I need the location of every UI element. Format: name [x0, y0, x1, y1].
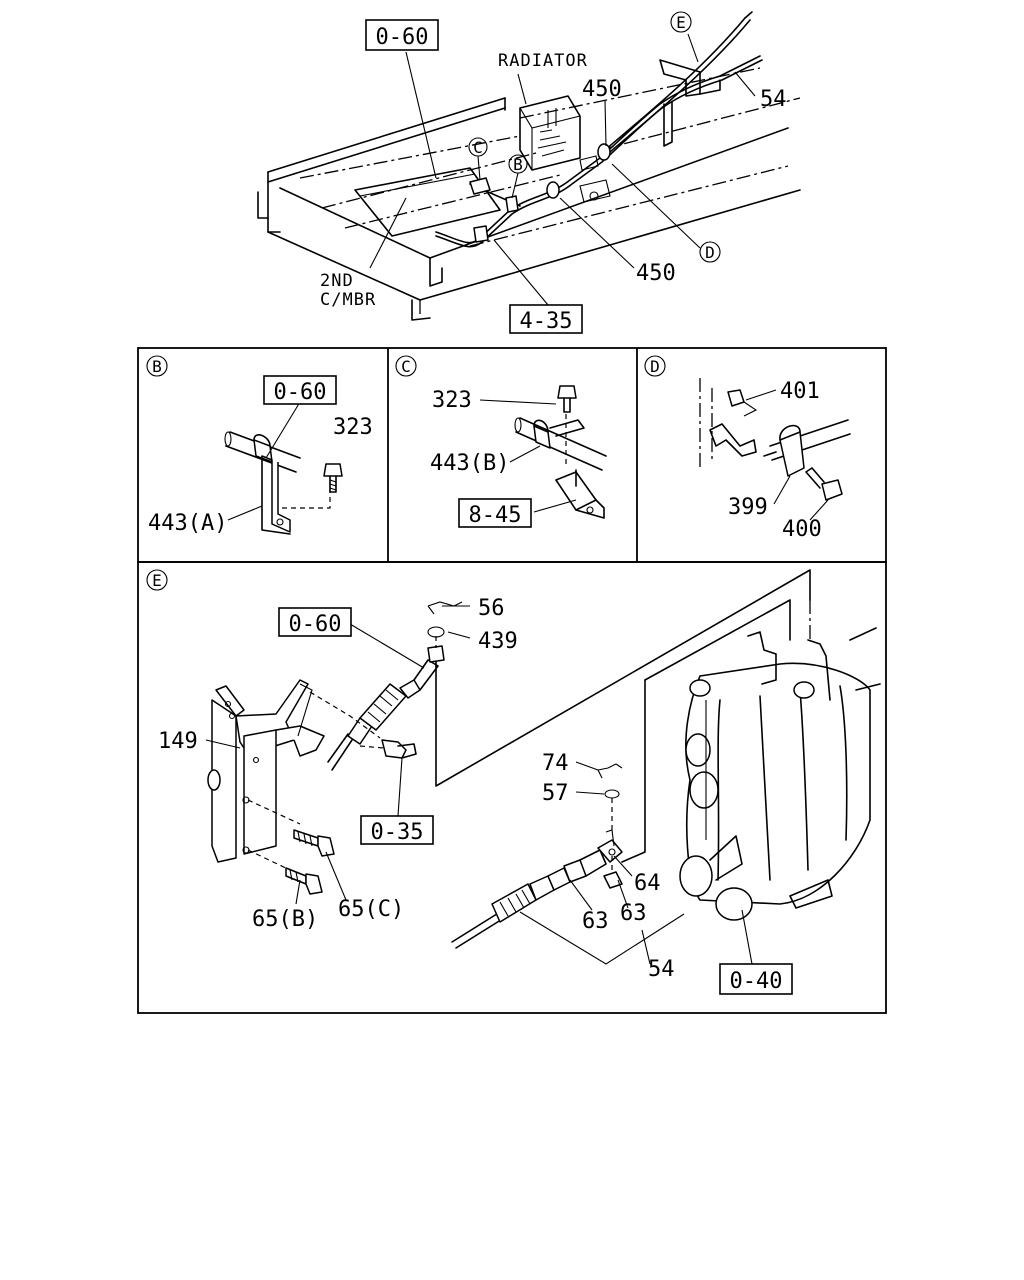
detail-e-clip-lower: 74	[542, 751, 569, 776]
detail-c-ref: 8-45	[469, 503, 522, 528]
overview-ref-bottom-box	[509, 304, 583, 334]
detail-b: B 0-60 323 443(A)	[146, 355, 373, 536]
detail-c-ref-box	[458, 498, 532, 528]
callout-e: E	[676, 13, 686, 32]
detail-e-ref-cable-box	[278, 607, 352, 637]
part-450-upper: 450	[582, 77, 622, 102]
callout-c: C	[473, 138, 483, 157]
detail-c-title: C	[401, 357, 411, 376]
overview-ref-bottom: 4-35	[520, 309, 573, 334]
detail-b-title-circle	[146, 355, 168, 377]
detail-e-title: E	[152, 571, 162, 590]
cross-member-label-line1: 2ND	[320, 271, 354, 291]
transmission-housing	[679, 627, 881, 921]
detail-d: D 401 399 400	[644, 355, 851, 542]
detail-d-nut: 401	[780, 379, 820, 404]
detail-e-bolt-c: 65(C)	[338, 897, 404, 922]
detail-c-title-circle	[395, 355, 417, 377]
detail-c-bolt: 323	[432, 388, 472, 413]
detail-b-ref: 0-60	[274, 380, 327, 405]
cross-member-label-line2: C/MBR	[320, 290, 376, 310]
detail-e-ref-cable: 0-60	[289, 612, 342, 637]
detail-c-bracket: 443(B)	[430, 451, 509, 476]
detail-e-joint: 64	[634, 871, 661, 896]
part-450-lower: 450	[636, 261, 676, 286]
detail-d-title: D	[650, 357, 660, 376]
detail-e-ref-transmission-box	[719, 963, 793, 995]
detail-e-ref-transmission: 0-40	[730, 969, 783, 994]
detail-e-ref-bolt: 0-35	[371, 820, 424, 845]
detail-e-nut-b: 63	[620, 901, 647, 926]
overview-ref-top: 0-60	[376, 25, 429, 50]
detail-e-washer-lower: 57	[542, 781, 569, 806]
callout-c-circle	[468, 137, 488, 157]
detail-e-clip: 56	[478, 596, 505, 621]
overview-ref-box	[365, 19, 439, 51]
detail-e-pedal-bracket: 149	[158, 729, 198, 754]
overview-labels: 0-60 RADIATOR 450 54 450 2ND C/MBR 4-35 …	[320, 11, 787, 334]
detail-e: E	[146, 569, 881, 995]
detail-e-ref-bolt-box	[360, 815, 434, 845]
detail-b-title: B	[152, 357, 162, 376]
callout-d: D	[705, 243, 715, 262]
detail-d-clamp: 399	[728, 495, 768, 520]
radiator-label: RADIATOR	[498, 51, 588, 71]
detail-b-bolt: 323	[333, 415, 373, 440]
overview-illustration	[257, 11, 801, 321]
detail-e-cable: 54	[648, 957, 675, 982]
callout-b: B	[513, 155, 523, 174]
callout-d-circle	[699, 241, 721, 263]
detail-c: C 323 443(B) 8-45	[395, 355, 607, 528]
callout-b-circle	[508, 154, 528, 174]
detail-e-washer: 439	[478, 629, 518, 654]
detail-frames	[137, 347, 887, 1014]
detail-b-ref-box	[263, 375, 337, 405]
detail-e-title-circle	[146, 569, 168, 591]
detail-e-nut-a: 63	[582, 909, 609, 934]
detail-d-bolt: 400	[782, 517, 822, 542]
part-54-upper: 54	[760, 87, 787, 112]
callout-e-circle	[670, 11, 692, 33]
detail-d-title-circle	[644, 355, 666, 377]
detail-b-bracket: 443(A)	[148, 511, 227, 536]
detail-e-bolt-b: 65(B)	[252, 907, 318, 932]
